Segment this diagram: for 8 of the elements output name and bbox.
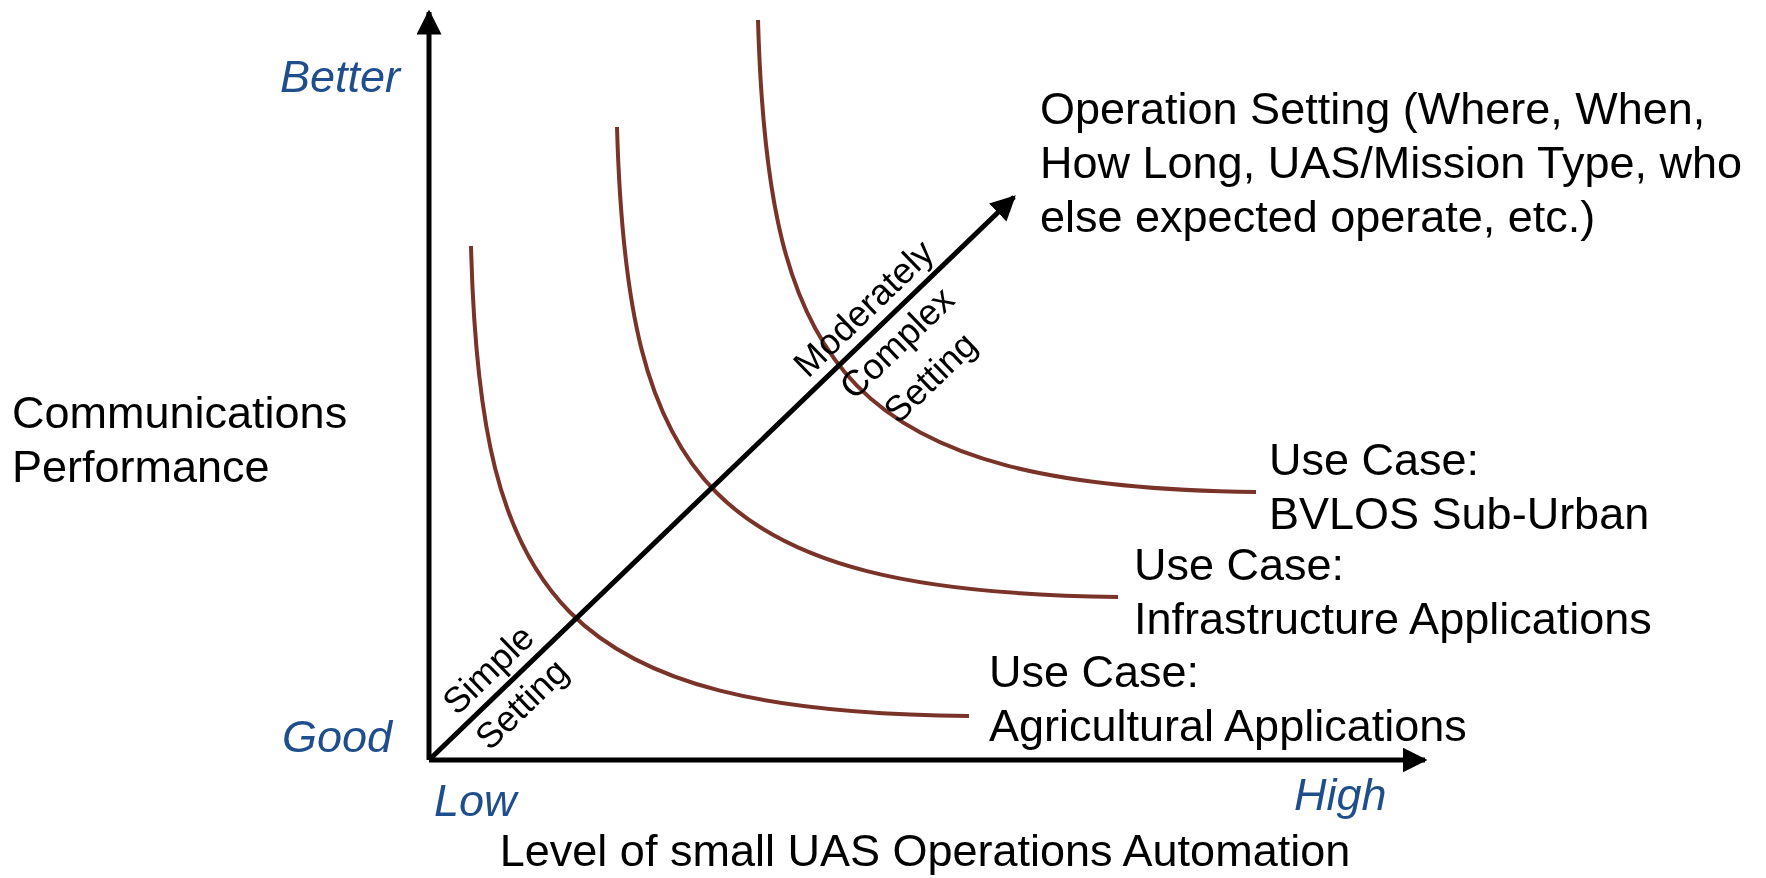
y-axis-title: Communications Performance: [12, 386, 349, 494]
axis-end-label: High: [1294, 768, 1388, 822]
axis-end-label: Good: [282, 710, 394, 764]
annotation-text: Use Case: Infrastructure Applications: [1134, 538, 1653, 646]
annotation-text: Use Case: BVLOS Sub-Urban: [1269, 433, 1651, 541]
annotation-text: Operation Setting (Where, When, How Long, UAS/Mission Type, who else expected operate, etc.): [1040, 82, 1743, 244]
annotation-text: Use Case: Agricultural Applications: [989, 645, 1468, 753]
axis-end-label: Better: [280, 50, 403, 104]
